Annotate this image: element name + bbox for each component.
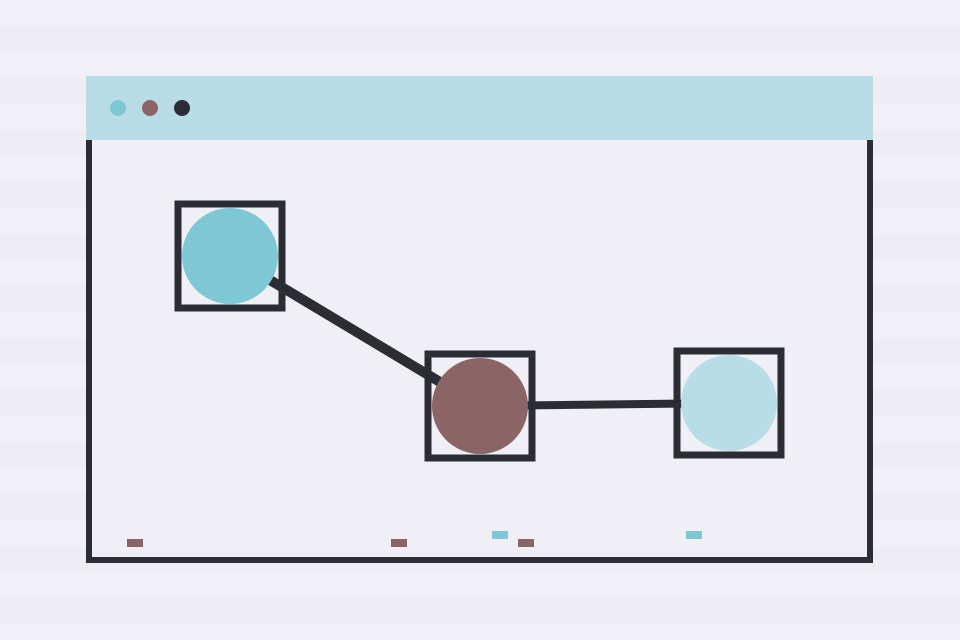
diagram-node-3[interactable] — [673, 347, 785, 459]
window-control-mauve-dot[interactable] — [142, 100, 158, 116]
marker-3 — [492, 531, 508, 539]
marker-4 — [518, 539, 534, 547]
marker-2 — [391, 539, 407, 547]
edge-node-1-node-2 — [227, 251, 483, 411]
node-2-frame — [424, 350, 536, 462]
window-control-teal-dot[interactable] — [110, 100, 126, 116]
app-window — [86, 76, 873, 563]
diagram-node-2[interactable] — [424, 350, 536, 462]
marker-5 — [686, 531, 702, 539]
node-1-frame — [174, 200, 286, 312]
node-2-circle — [432, 358, 528, 454]
node-3-frame — [673, 347, 785, 459]
window-titlebar — [86, 76, 873, 140]
markers-layer — [127, 531, 702, 547]
window-control-dark-dot[interactable] — [174, 100, 190, 116]
node-1-circle — [182, 208, 278, 304]
diagram-node-1[interactable] — [174, 200, 286, 312]
nodes-layer — [174, 200, 785, 462]
node-3-circle — [681, 355, 777, 451]
marker-1 — [127, 539, 143, 547]
